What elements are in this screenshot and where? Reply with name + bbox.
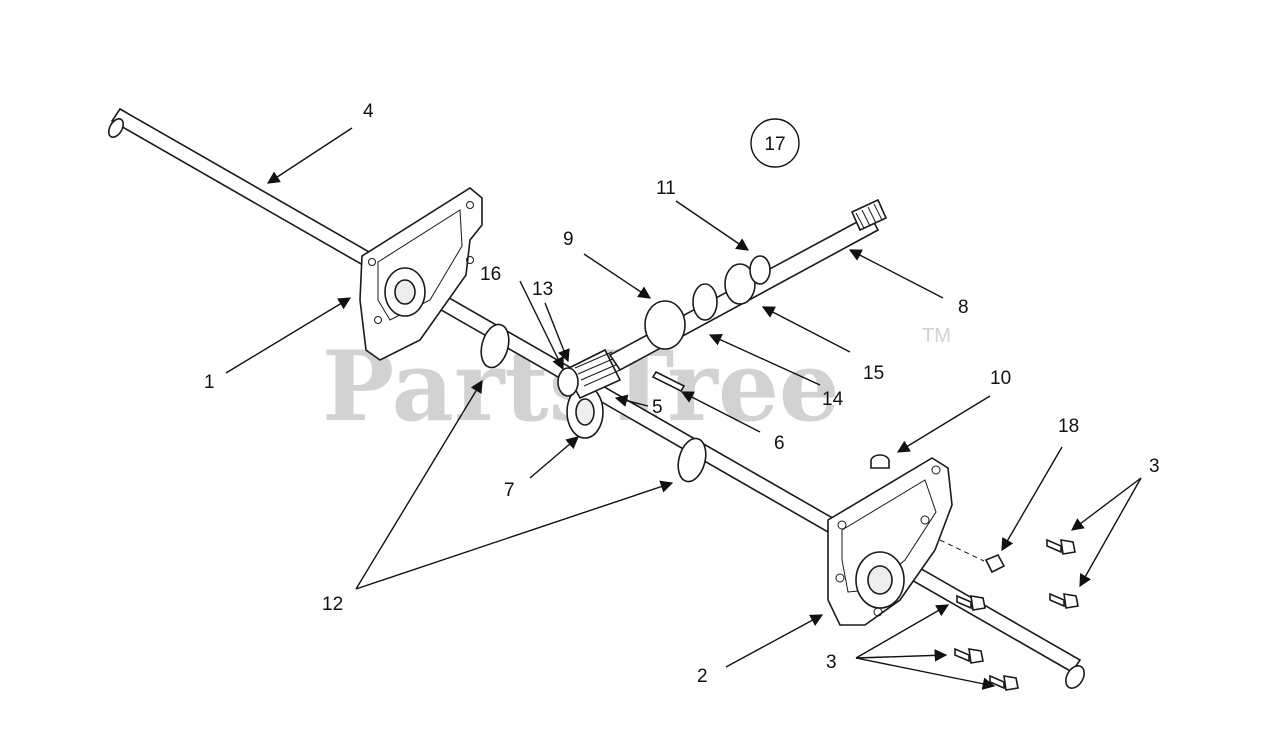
- callout-13: 13: [532, 279, 553, 300]
- washer-part-12-right: [677, 437, 707, 483]
- group-label-17: 17: [764, 134, 785, 155]
- callout-16: 16: [480, 264, 501, 285]
- callout-11: 11: [656, 178, 676, 199]
- callout-3-bottom: 3: [826, 652, 837, 673]
- callout-14: 14: [822, 389, 844, 410]
- callout-3-top: 3: [1149, 456, 1160, 477]
- left-housing-plate-part-1: [359, 187, 483, 361]
- leader-arrows: [225, 127, 1142, 690]
- watermark-trademark: TM: [922, 325, 951, 347]
- callout-9: 9: [563, 229, 574, 250]
- fitting-part-18: [939, 539, 1006, 574]
- callout-labels: 1 2 3 3 4 5 6 7 8 9 10 11 12 13 14 15 16…: [204, 101, 1160, 687]
- bolts-part-3: [954, 538, 1079, 691]
- callout-18: 18: [1058, 416, 1079, 437]
- callout-4: 4: [363, 101, 374, 122]
- callout-2: 2: [697, 666, 708, 687]
- callout-10: 10: [990, 368, 1011, 389]
- callout-8: 8: [958, 297, 969, 318]
- worm-shaft-assembly: [608, 198, 888, 372]
- washer-part-12-left: [480, 323, 510, 369]
- worm-gear-assembly: [557, 348, 622, 439]
- callout-1: 1: [204, 372, 215, 393]
- callout-7: 7: [504, 480, 515, 501]
- callout-5: 5: [652, 397, 663, 418]
- pin-part-6: [651, 370, 686, 393]
- callout-6: 6: [774, 433, 785, 454]
- group-label-circle: [750, 118, 800, 168]
- callout-12: 12: [322, 594, 343, 615]
- plug-part-10: [870, 454, 890, 469]
- callout-15: 15: [863, 363, 884, 384]
- right-housing-part-2: [827, 457, 953, 626]
